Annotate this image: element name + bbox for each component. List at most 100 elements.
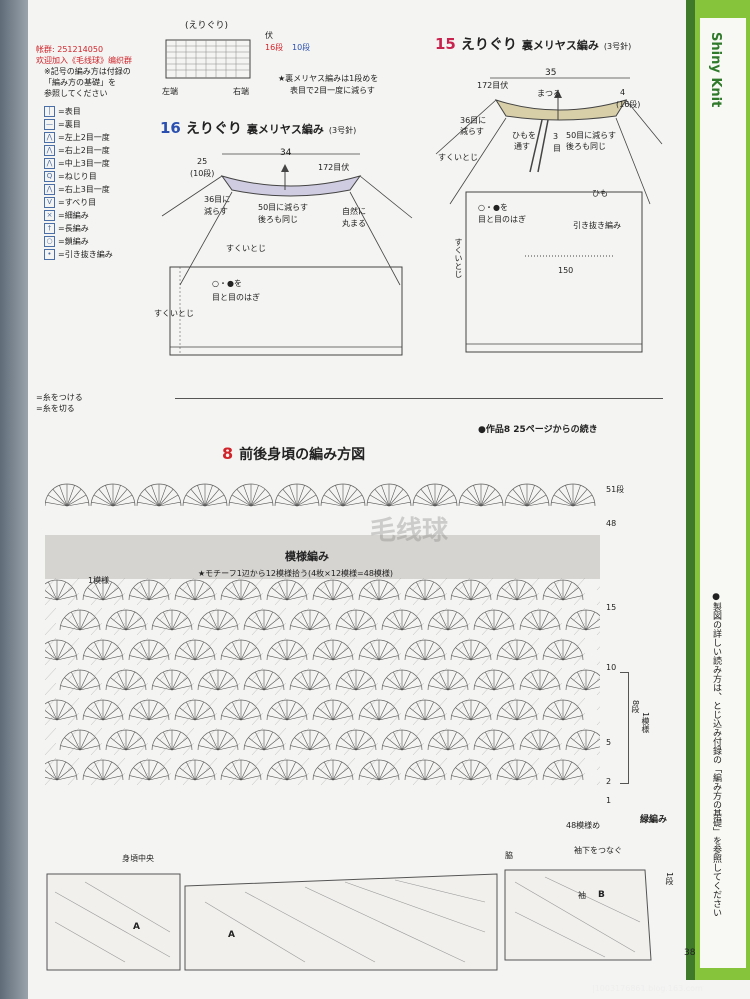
lace-stitch: [106, 625, 127, 631]
chain-stitch: [136, 697, 149, 711]
lace-arc: [151, 669, 193, 691]
chain-stitch: [90, 682, 103, 696]
chain-stitch: [228, 607, 241, 621]
main-pattern-name: 模様編み: [285, 550, 329, 563]
lace-arc: [289, 729, 331, 751]
lace-stitch: [520, 745, 541, 751]
lace-stitch: [56, 707, 73, 721]
chain-stitch: [297, 757, 310, 771]
lace-arc: [289, 609, 331, 631]
lace-stitch: [434, 485, 443, 507]
chain-stitch: [389, 742, 402, 756]
lace-stitch: [250, 501, 273, 507]
lace-stitch: [539, 625, 560, 631]
lace-stitch: [250, 485, 259, 507]
chain-stitch: [481, 757, 494, 771]
chain-stitch: [527, 727, 540, 741]
lace-stitch: [501, 647, 518, 661]
lace-stitch: [286, 775, 307, 781]
lace-stitch: [355, 745, 376, 751]
lace-stitch: [547, 647, 564, 661]
lace-stitch: [565, 485, 574, 507]
lace-stitch: [424, 581, 434, 601]
chain-stitch: [45, 622, 57, 636]
lace-stitch: [286, 655, 307, 661]
lace-stitch: [110, 677, 127, 691]
lace-stitch: [516, 775, 537, 781]
lace-stitch: [45, 776, 58, 781]
lace-stitch: [56, 641, 66, 661]
lace-stitch: [286, 701, 296, 721]
lace-stitch: [194, 647, 211, 661]
main-title: 前後身頃の編み方図: [239, 447, 366, 463]
chain-stitch: [550, 592, 563, 606]
lace-arc: [128, 759, 170, 781]
lace-stitch: [217, 677, 234, 691]
lace-stitch: [505, 501, 528, 507]
page-number: 38: [684, 948, 696, 958]
lace-stitch: [286, 761, 296, 781]
chain-stitch: [297, 682, 310, 696]
lace-stitch: [424, 775, 445, 781]
legend-heading-2: 「編み方の基礎」を: [44, 78, 116, 87]
chain-stitch: [90, 607, 103, 621]
chain-stitch: [274, 667, 287, 681]
fig16-stitch: 裏メリヤス編み: [246, 123, 324, 136]
chain-stitch: [90, 622, 103, 636]
chain-stitch: [527, 772, 540, 786]
lace-stitch: [125, 677, 142, 691]
lace-arc: [174, 759, 216, 781]
chain-stitch: [67, 772, 80, 786]
lace-stitch: [332, 701, 342, 721]
lace-stitch: [455, 587, 472, 601]
chain-stitch: [136, 742, 149, 756]
lace-stitch: [158, 485, 167, 507]
chain-stitch: [573, 727, 586, 741]
fig15-sukui-side: すくいとじ: [454, 238, 463, 278]
lace-stitch: [60, 745, 81, 751]
lace-stitch: [413, 501, 436, 507]
lace-stitch: [520, 625, 541, 631]
lace-stitch: [250, 488, 266, 507]
lace-stitch: [244, 745, 265, 751]
chain-stitch: [320, 577, 333, 591]
lace-stitch: [87, 587, 104, 601]
lace-stitch: [60, 625, 81, 631]
chain-stitch: [297, 742, 310, 756]
lace-stitch: [323, 494, 344, 507]
lace-stitch: [415, 494, 436, 507]
lace-stitch: [572, 488, 588, 507]
chain-stitch: [573, 712, 586, 726]
chain-stitch: [136, 727, 149, 741]
chain-stitch: [182, 667, 195, 681]
chain-stitch: [458, 712, 471, 726]
chain-stitch: [596, 751, 600, 756]
lace-stitch: [56, 647, 73, 661]
chain-stitch: [573, 652, 586, 666]
chain-stitch: [366, 622, 379, 636]
chain-stitch: [182, 607, 195, 621]
chain-stitch: [45, 637, 57, 651]
lace-arc: [289, 669, 331, 691]
fig16-sukui-top: すくいとじ: [226, 244, 266, 253]
lace-stitch: [378, 767, 395, 781]
chain-stitch: [136, 712, 149, 726]
chain-stitch: [481, 622, 494, 636]
lace-stitch: [194, 715, 215, 721]
chain-stitch: [481, 577, 494, 591]
lace-arc: [565, 669, 600, 691]
lace-stitch: [401, 677, 418, 691]
chain-stitch: [251, 652, 264, 666]
lace-stitch: [79, 677, 96, 691]
lace-stitch: [363, 587, 380, 601]
lace-stitch: [221, 655, 242, 661]
lace-stitch: [451, 595, 472, 601]
lace-stitch: [296, 488, 312, 507]
lace-stitch: [570, 677, 587, 691]
chain-stitch: [527, 607, 540, 621]
lace-stitch: [171, 611, 181, 631]
edge-note-2: 表目で2目一度に減らす: [290, 86, 375, 95]
lace-arc: [266, 699, 308, 721]
chain-stitch: [343, 577, 356, 591]
lace-stitch: [336, 745, 357, 751]
